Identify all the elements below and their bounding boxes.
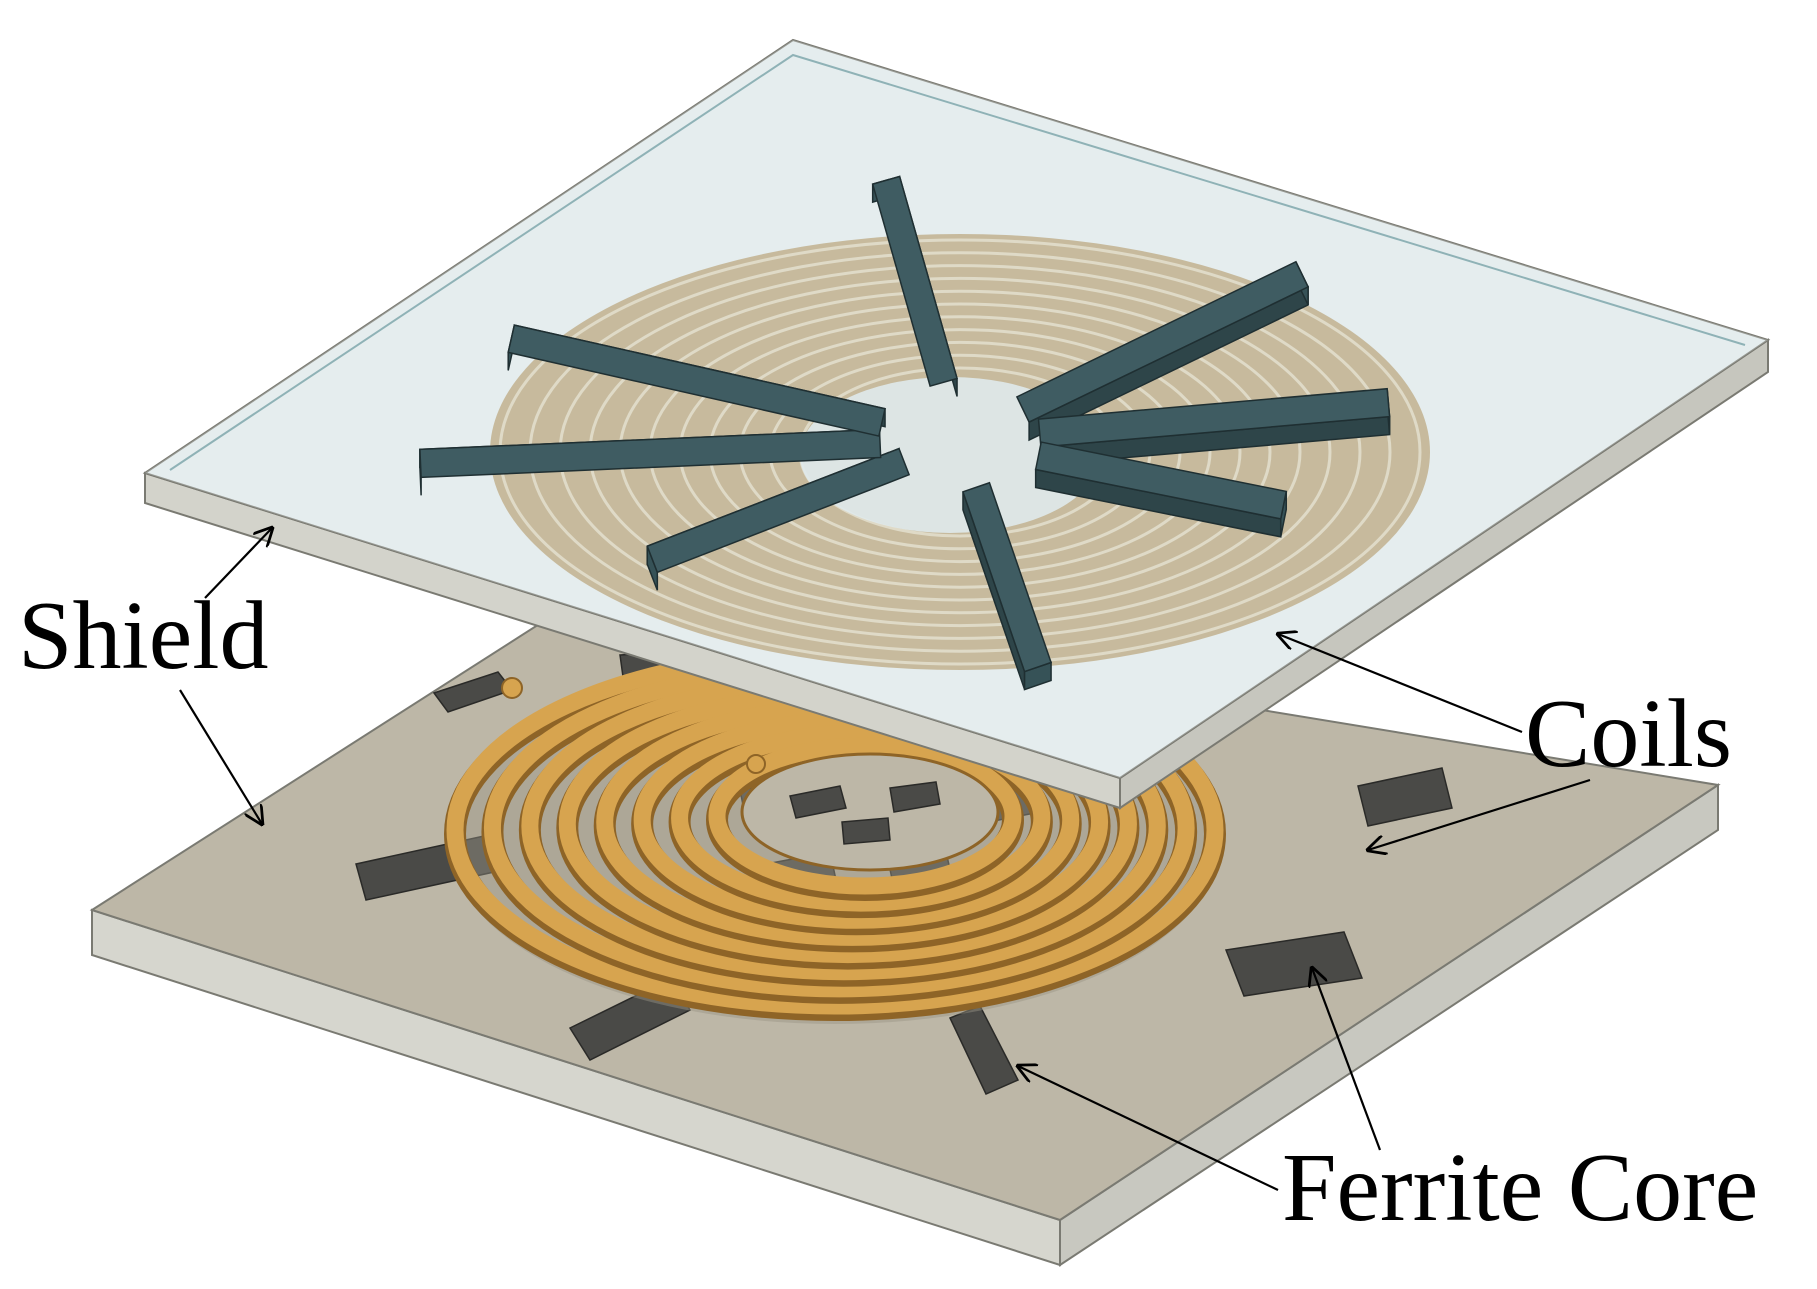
top-shield-glass-tint — [145, 40, 1768, 778]
leader-ferrite-right — [1312, 968, 1382, 1151]
bottom-ferrite-inner-bar — [889, 781, 941, 813]
bottom-coil-center-opening — [740, 752, 1000, 872]
leader-shield-top — [204, 528, 272, 599]
bottom-ferrite-bar — [1357, 767, 1453, 827]
leader-shield-bottom — [179, 689, 262, 824]
bottom-coil-turn — [708, 737, 1022, 895]
bottom-coil-lead — [501, 677, 523, 699]
label-coils: Coils — [1525, 680, 1732, 788]
bottom-coil-turn — [671, 724, 1051, 912]
top-ferrite-bar — [507, 324, 886, 437]
top-ferrite-bar — [1037, 387, 1391, 448]
labels: Shield Coils Ferrite Core — [18, 528, 1758, 1242]
top-ferrite-bar — [419, 428, 882, 479]
leader-ferrite-left — [1018, 1066, 1279, 1191]
bottom-ferrite-inner-bar — [789, 785, 847, 819]
label-ferrite-core: Ferrite Core — [1282, 1134, 1758, 1242]
top-ferrite-bar — [1034, 441, 1288, 520]
top-ferrite-bar — [871, 175, 958, 388]
top-ferrite-bar — [1015, 260, 1310, 424]
bottom-ferrite-inner-bar — [841, 817, 891, 845]
label-shield: Shield — [18, 582, 268, 690]
top-ferrite-bar — [646, 447, 911, 574]
top-shield-inner-rim — [169, 53, 1746, 471]
leader-coils-top — [1278, 634, 1523, 734]
bottom-ferrite-bar — [1224, 931, 1364, 997]
leader-coils-bottom — [1368, 778, 1591, 850]
bottom-coil-lead — [746, 754, 766, 774]
top-ferrite-core — [419, 175, 1391, 691]
top-ferrite-bar — [962, 481, 1053, 673]
